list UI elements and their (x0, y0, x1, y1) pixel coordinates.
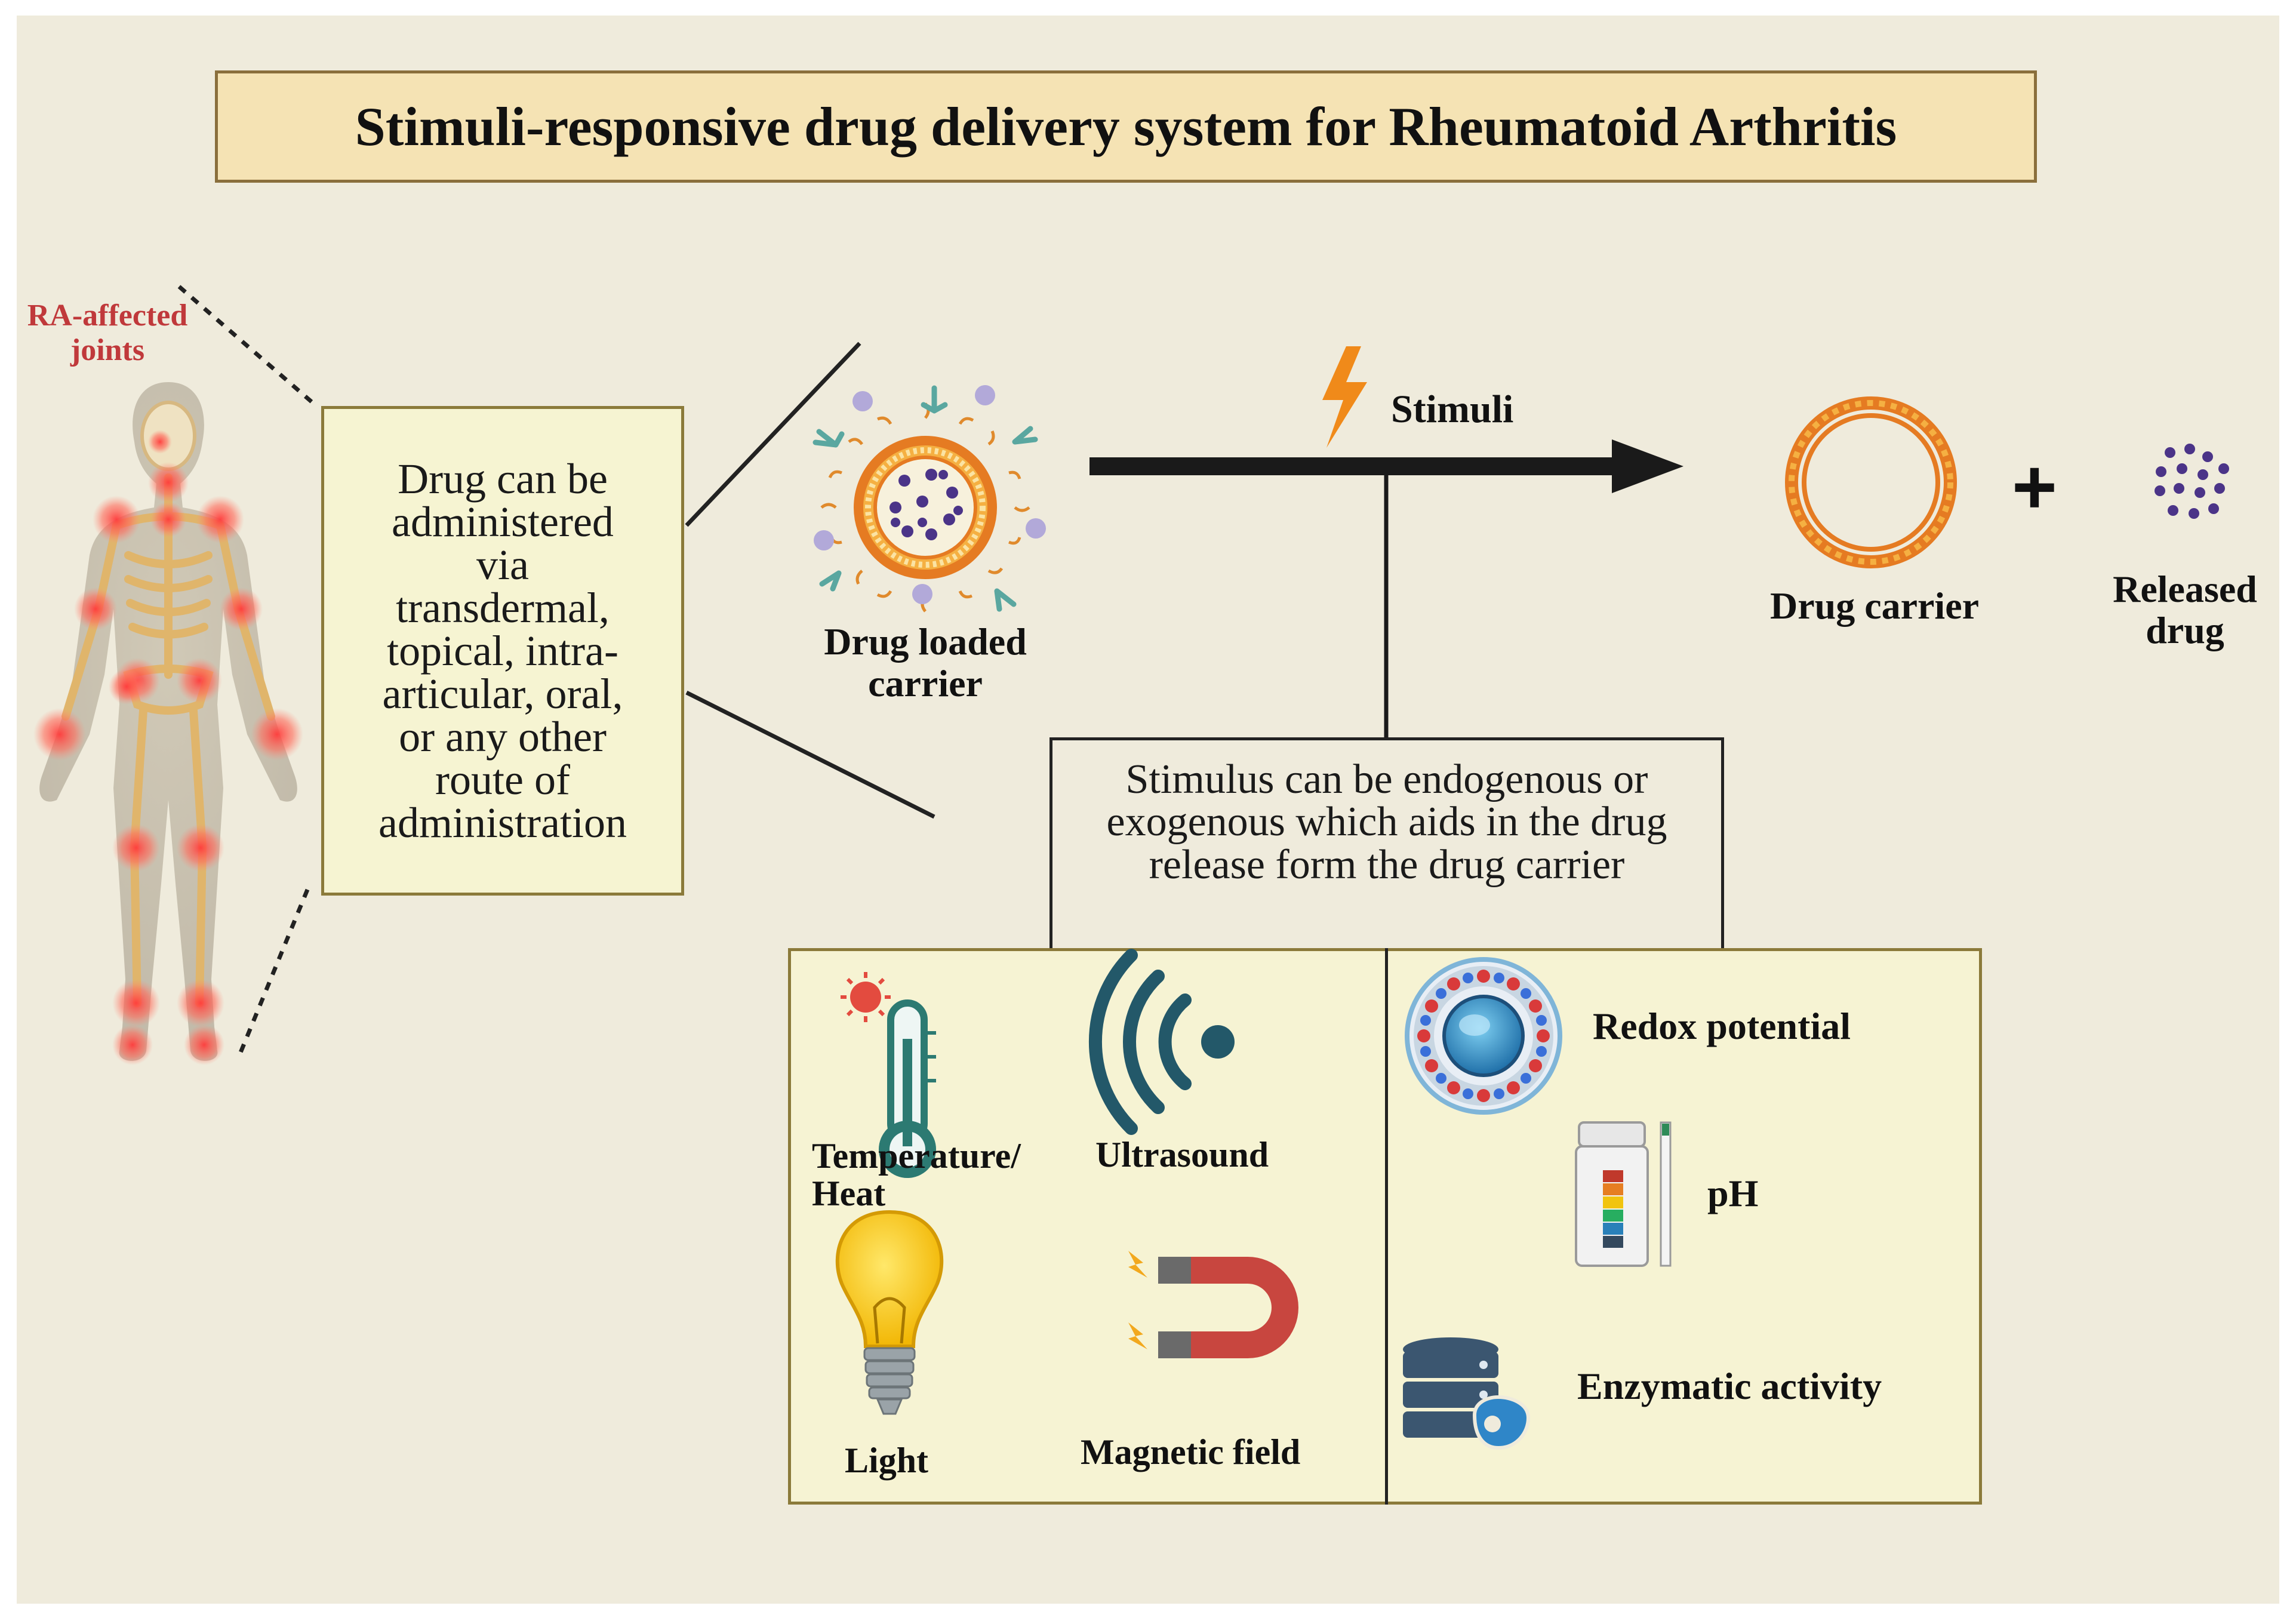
administration-route-text: Drug can be administered via transdermal… (378, 455, 627, 847)
administration-route-box: Drug can be administered via transdermal… (321, 406, 684, 896)
drug-loaded-carrier-icon (812, 385, 1046, 613)
drug-loaded-carrier-label: Drug loaded carrier (824, 620, 1027, 705)
joint-highlights (33, 430, 303, 1065)
drug-carrier-label: Drug carrier (1769, 585, 1980, 627)
empty-drug-carrier-icon (1785, 396, 1957, 568)
enzyme-database-icon (1403, 1337, 1531, 1450)
ultrasound-label: Ultrasound (1095, 1135, 1269, 1174)
ra-affected-joints-label: RA-affected joints (27, 299, 188, 368)
thermometer-icon (841, 972, 936, 1178)
light-label: Light (845, 1441, 929, 1480)
temperature-heat-label: Temperature/ Heat (812, 1136, 1021, 1213)
release-arrow (1089, 439, 1683, 493)
diagram-title: Stimuli-responsive drug delivery system … (355, 96, 1897, 157)
ph-strip-icon (1575, 1121, 1672, 1267)
stimulus-description-text: Stimulus can be endogenous or exogenous … (1106, 756, 1667, 888)
plus-sign: + (2012, 443, 2057, 530)
redox-potential-label: Redox potential (1593, 1005, 1851, 1047)
lightning-bolt-icon (1322, 346, 1367, 448)
ultrasound-icon (1089, 949, 1235, 1135)
cell-redox-icon (1405, 957, 1562, 1115)
title-box: Stimuli-responsive drug delivery system … (215, 70, 2037, 183)
stimuli-label: Stimuli (1391, 387, 1514, 431)
callout-dotted-lines (177, 285, 318, 1058)
released-drug-icon (2155, 444, 2229, 519)
human-body-figure (33, 382, 303, 1065)
magnetic-field-label: Magnetic field (1081, 1432, 1301, 1472)
ph-label: pH (1707, 1172, 1759, 1214)
light-bulb-icon (835, 1210, 944, 1415)
panel-divider (1385, 948, 1388, 1505)
enzymatic-activity-label: Enzymatic activity (1577, 1365, 1882, 1407)
magnet-icon (1128, 1251, 1298, 1358)
stimulus-description-box: Stimulus can be endogenous or exogenous … (1049, 737, 1724, 952)
released-drug-label: Released drug (2113, 568, 2257, 652)
zoom-lines (685, 342, 935, 819)
